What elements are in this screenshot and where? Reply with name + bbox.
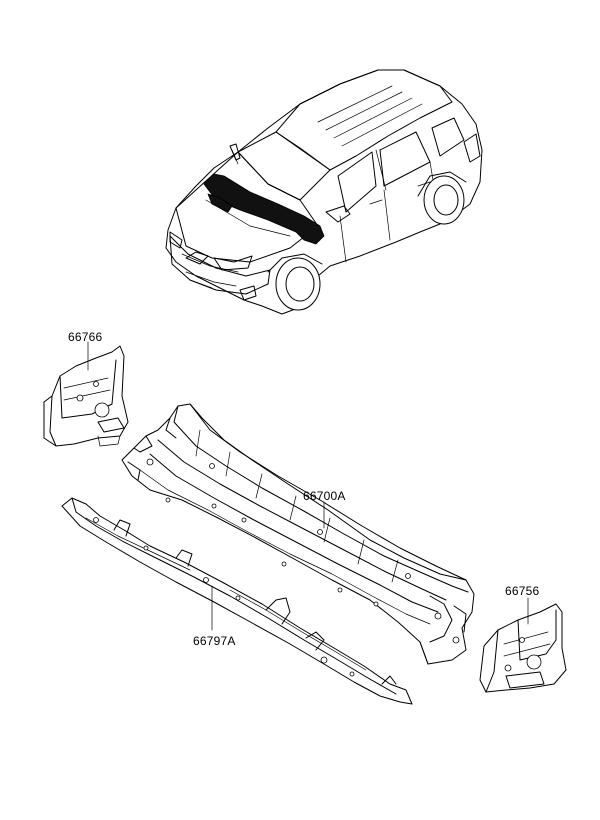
part-label-66766: 66766 (68, 330, 102, 344)
part-label-66700A: 66700A (303, 489, 346, 503)
vehicle-illustration (165, 69, 483, 315)
part-label-66756: 66756 (505, 584, 539, 598)
part-label-66797A: 66797A (193, 634, 236, 648)
part-66766-drawing (43, 345, 129, 447)
part-66700A-drawing (121, 403, 475, 665)
part-66797A-drawing (61, 497, 413, 705)
part-66756-drawing (479, 603, 567, 693)
